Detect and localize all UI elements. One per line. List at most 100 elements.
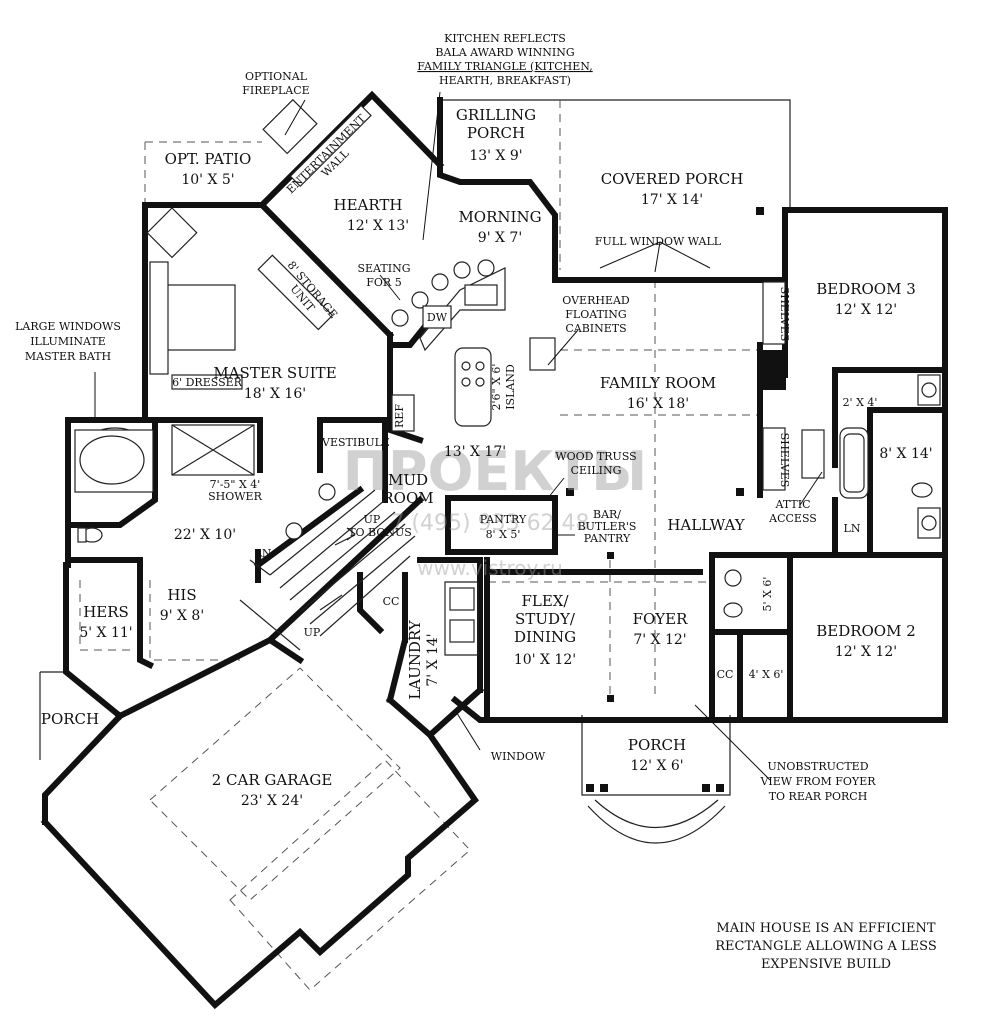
svg-text:KITCHEN REFLECTS: KITCHEN REFLECTS (444, 32, 566, 45)
svg-text:7' X 12': 7' X 12' (633, 632, 686, 648)
room-family-room: FAMILY ROOM 16' X 18' (600, 374, 716, 412)
svg-text:MORNING: MORNING (458, 208, 541, 226)
svg-text:9' X 8': 9' X 8' (160, 608, 204, 624)
svg-text:PANTRY: PANTRY (584, 532, 631, 545)
svg-text:RECTANGLE ALLOWING A LESS: RECTANGLE ALLOWING A LESS (715, 939, 937, 954)
svg-text:HERS: HERS (83, 603, 129, 621)
svg-text:ACCESS: ACCESS (768, 512, 817, 525)
windows-note: LARGE WINDOWS ILLUMINATE MASTER BATH (15, 320, 121, 363)
dw-label: DW (427, 311, 448, 324)
bar-note: BAR/ BUTLER'S PANTRY (578, 508, 637, 545)
room-garage: 2 CAR GARAGE 23' X 24' (212, 771, 333, 809)
window-note: WINDOW (491, 750, 546, 763)
svg-text:BALA AWARD WINNING: BALA AWARD WINNING (435, 46, 574, 59)
svg-text:ATTIC: ATTIC (775, 498, 811, 511)
svg-text:MASTER BATH: MASTER BATH (25, 350, 111, 363)
svg-text:UP: UP (364, 513, 381, 526)
up-note: UP (304, 626, 321, 639)
svg-text:WOOD TRUSS: WOOD TRUSS (555, 450, 636, 463)
svg-text:TO BONUS: TO BONUS (348, 526, 412, 539)
room-bedroom-3: BEDROOM 3 12' X 12' (816, 280, 916, 318)
svg-text:BEDROOM 2: BEDROOM 2 (816, 622, 916, 640)
svg-text:SHOWER: SHOWER (208, 490, 262, 503)
svg-text:OPT. PATIO: OPT. PATIO (165, 150, 252, 168)
efficient-note: MAIN HOUSE IS AN EFFICIENT RECTANGLE ALL… (715, 921, 937, 972)
svg-text:HIS: HIS (167, 586, 196, 604)
svg-text:LARGE WINDOWS: LARGE WINDOWS (15, 320, 121, 333)
kitchen-island (454, 347, 492, 427)
svg-text:SEATING: SEATING (357, 262, 410, 275)
coat-closet-2-label: CC (717, 668, 734, 681)
posts (566, 207, 764, 792)
room-opt-patio: OPT. PATIO 10' X 5' (165, 150, 252, 188)
room-foyer: FOYER 7' X 12' (633, 610, 689, 648)
svg-text:12' X 13': 12' X 13' (347, 218, 409, 234)
svg-text:2'6" X 6': 2'6" X 6' (490, 364, 503, 411)
svg-text:FLOATING: FLOATING (565, 308, 626, 321)
svg-text:ILLUMINATE: ILLUMINATE (30, 335, 106, 348)
svg-text:TO REAR PORCH: TO REAR PORCH (769, 790, 868, 803)
svg-text:CEILING: CEILING (571, 464, 622, 477)
watermark-site: www.vistroy.ru (417, 556, 563, 580)
svg-text:MAIN HOUSE IS AN EFFICIENT: MAIN HOUSE IS AN EFFICIENT (716, 921, 936, 936)
svg-text:STUDY/: STUDY/ (515, 610, 576, 628)
watermark-phone: 7 (495) 933 62 48 (390, 511, 589, 536)
room-flex: FLEX/ STUDY/ DINING 10' X 12' (514, 592, 576, 668)
svg-text:GRILLING: GRILLING (456, 106, 536, 124)
room-covered-porch: COVERED PORCH 17' X 14' (601, 170, 744, 208)
svg-text:BUTLER'S: BUTLER'S (578, 520, 637, 533)
svg-text:FLEX/: FLEX/ (521, 592, 569, 610)
master-bath-dims: 22' X 10' (174, 527, 236, 543)
svg-text:16' X 18': 16' X 18' (627, 396, 689, 412)
svg-text:9' X 7': 9' X 7' (478, 230, 522, 246)
vestibule-label: VESTIBULE (321, 436, 390, 449)
fixtures (74, 98, 941, 651)
room-hearth: HEARTH 12' X 13' (334, 196, 410, 234)
bath-2-dims: 8' X 14' (879, 446, 932, 462)
room-grilling-porch: GRILLING PORCH 13' X 9' (456, 106, 536, 164)
svg-text:12' X 6': 12' X 6' (630, 758, 683, 774)
coat-closet-1-label: CC (383, 595, 400, 608)
full-window-wall-note: FULL WINDOW WALL (595, 235, 722, 248)
closet-2x4-dims: 2' X 4' (843, 396, 878, 409)
shelves-bottom-label: SHELVES (778, 433, 791, 488)
leaders (94, 91, 823, 781)
walls (40, 90, 948, 1010)
svg-text:5' X 11': 5' X 11' (79, 625, 132, 641)
truss-note: WOOD TRUSS CEILING (555, 450, 636, 477)
svg-text:FOYER: FOYER (633, 610, 689, 628)
room-front-porch: PORCH 12' X 6' (628, 736, 686, 774)
ref-label: REF (393, 404, 406, 428)
svg-text:HEARTH, BREAKFAST): HEARTH, BREAKFAST) (439, 74, 571, 87)
kitchen-note: KITCHEN REFLECTS BALA AWARD WINNING FAMI… (417, 32, 592, 87)
room-his: HIS 9' X 8' (160, 586, 204, 624)
svg-text:EXPENSIVE BUILD: EXPENSIVE BUILD (761, 957, 891, 972)
fireplace-note: OPTIONAL FIREPLACE (242, 70, 309, 97)
svg-text:2 CAR GARAGE: 2 CAR GARAGE (212, 771, 333, 789)
outdoor-outlines (39, 99, 791, 991)
room-master-suite: MASTER SUITE 18' X 16' (213, 364, 336, 402)
master-bed (146, 207, 334, 390)
room-pantry: PANTRY 8' X 5' (480, 513, 527, 541)
linen-1-label: LN (255, 547, 272, 560)
svg-text:MUD: MUD (388, 471, 428, 489)
side-porch-label: PORCH (41, 710, 99, 728)
room-hers: HERS 5' X 11' (79, 603, 132, 641)
svg-text:ISLAND: ISLAND (504, 364, 517, 410)
overhead-note: OVERHEAD FLOATING CABINETS (562, 294, 630, 335)
watermark: ПРОЕКТЫ 7 (495) 933 62 48 www.vistroy.ru (343, 440, 648, 580)
room-laundry: LAUNDRY 7' X 14' (406, 619, 441, 699)
svg-text:8' X 5': 8' X 5' (486, 528, 521, 541)
svg-text:23' X 24': 23' X 24' (241, 793, 303, 809)
island-note: 2'6" X 6' ISLAND (490, 364, 517, 411)
svg-text:13' X 9': 13' X 9' (469, 148, 522, 164)
attic-note: ATTIC ACCESS (768, 498, 817, 525)
svg-text:10' X 5': 10' X 5' (181, 172, 234, 188)
dresser-label: 6' DRESSER (172, 376, 243, 389)
up-bonus-note: UP TO BONUS (348, 513, 412, 539)
svg-text:LAUNDRY: LAUNDRY (406, 619, 424, 699)
svg-text:BAR/: BAR/ (593, 508, 621, 521)
svg-text:UNOBSTRUCTED: UNOBSTRUCTED (767, 760, 868, 773)
room-bedroom-2: BEDROOM 2 12' X 12' (816, 622, 916, 660)
